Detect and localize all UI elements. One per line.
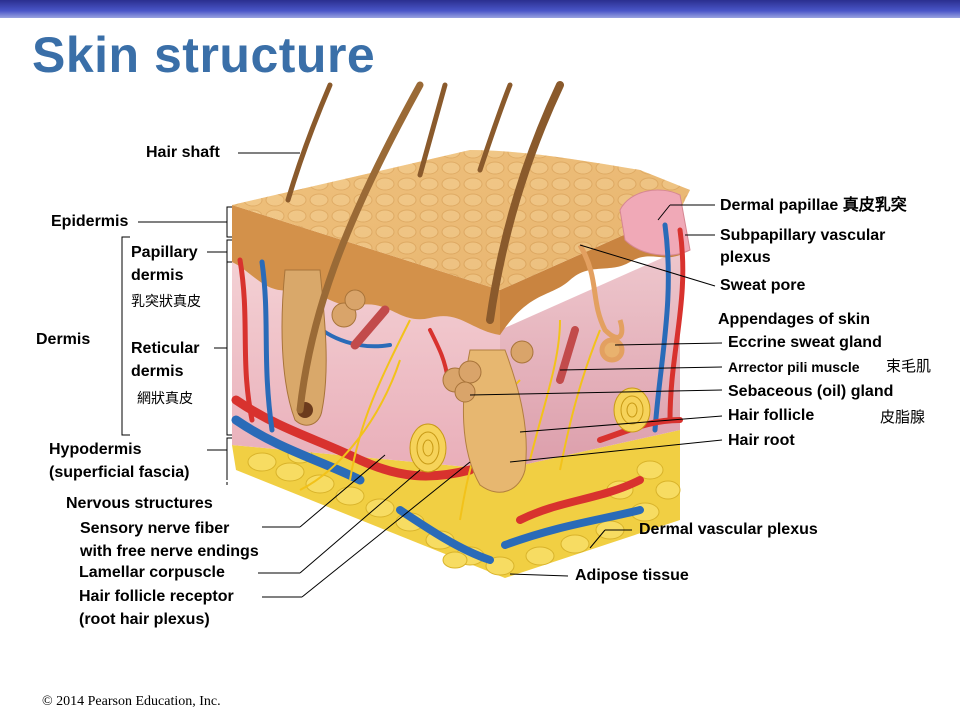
copyright-notice: © 2014 Pearson Education, Inc. (42, 694, 221, 709)
label-hair-shaft: Hair shaft (146, 144, 220, 161)
top-banner (0, 0, 960, 18)
label-hypodermis-2: (superficial fascia) (49, 464, 190, 481)
label-hair-follicle-receptor-1: Hair follicle receptor (79, 588, 234, 605)
label-dermal-papillae: Dermal papillae 真皮乳突 (720, 197, 907, 214)
label-epidermis: Epidermis (51, 213, 129, 230)
label-papillary-cjk: 乳突狀真皮 (131, 293, 201, 309)
label-sensory-nerve-1: Sensory nerve fiber (80, 520, 230, 537)
sebaceous-gland (331, 289, 534, 403)
hair-shafts (285, 81, 564, 414)
lamellar-corpuscles (409, 387, 651, 473)
label-reticular-dermis-1: Reticular (131, 340, 200, 357)
label-eccrine-gland: Eccrine sweat gland (728, 334, 882, 351)
blood-vessels (231, 222, 686, 564)
epidermis-front-edge (232, 205, 500, 335)
label-lamellar-corpuscle: Lamellar corpuscle (79, 564, 225, 581)
label-hair-root: Hair root (728, 432, 795, 449)
label-dermis: Dermis (36, 331, 91, 348)
label-appendages: Appendages of skin (718, 311, 871, 328)
label-hair-follicle-receptor-2: (root hair plexus) (79, 611, 210, 628)
label-papillary-dermis-2: dermis (131, 267, 184, 284)
label-reticular-dermis-2: dermis (131, 363, 184, 380)
label-hypodermis-1: Hypodermis (49, 441, 142, 458)
label-sweat-pore: Sweat pore (720, 277, 806, 294)
label-papillary-dermis-1: Papillary (131, 244, 198, 261)
label-sebaceous-gland: Sebaceous (oil) gland (728, 383, 894, 400)
label-subpapillary-2: plexus (720, 249, 771, 266)
label-arrector-pili: Arrector pili muscle (728, 359, 860, 375)
hair-follicles (281, 269, 527, 493)
arrector-pili-muscle (350, 305, 390, 350)
label-sebaceous-cjk: 皮脂腺 (880, 409, 926, 426)
leader-lines (138, 152, 723, 598)
dermal-papillae (619, 189, 691, 256)
page-title: Skin structure (32, 27, 376, 83)
label-arrector-cjk: 束毛肌 (886, 358, 932, 375)
label-sensory-nerve-2: with free nerve endings (80, 543, 259, 560)
label-reticular-cjk: 網狀真皮 (137, 390, 193, 406)
label-hair-follicle: Hair follicle (728, 407, 815, 424)
label-adipose-tissue: Adipose tissue (575, 567, 689, 584)
label-nervous-structures: Nervous structures (66, 495, 213, 512)
label-dermal-vascular-plexus: Dermal vascular plexus (639, 521, 818, 538)
arrector-pili-muscle-2 (556, 326, 579, 384)
label-subpapillary-1: Subpapillary vascular (720, 227, 886, 244)
eccrine-sweat-gland (577, 243, 625, 363)
